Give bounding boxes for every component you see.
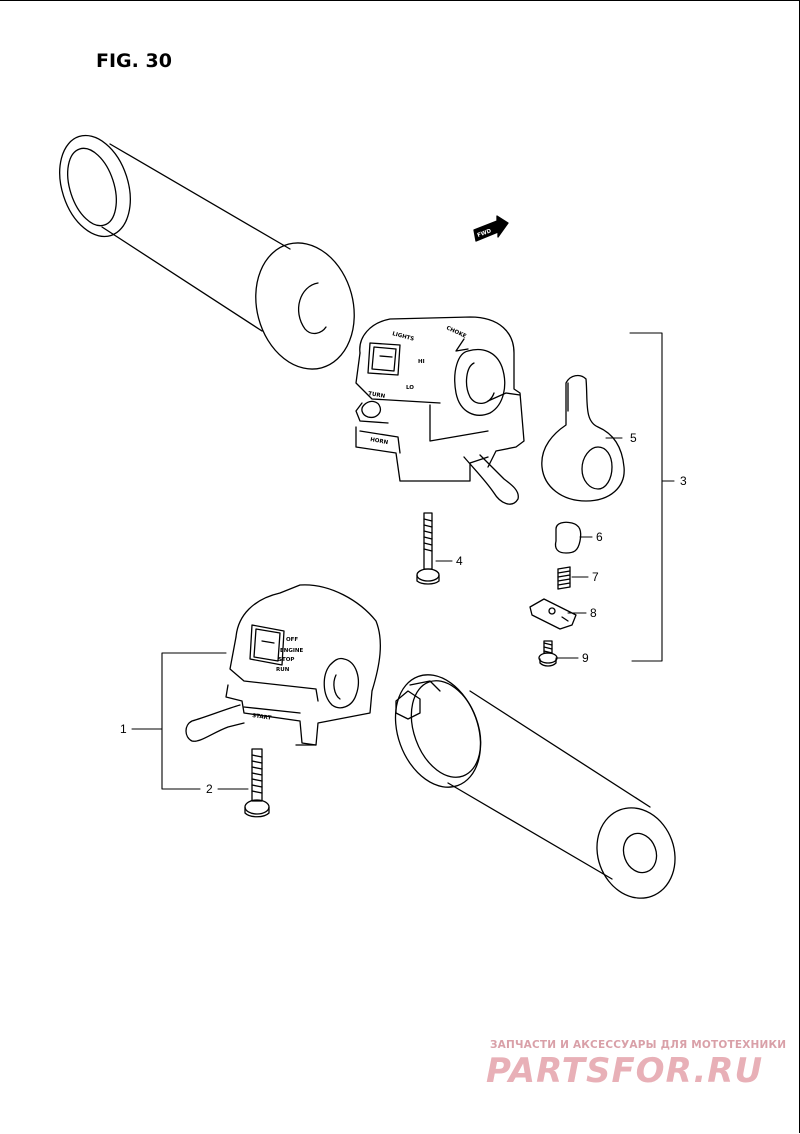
run-marking: RUN [276, 667, 290, 673]
hi-marking: HI [418, 359, 425, 365]
part-2-screw [244, 748, 270, 818]
part-5-choke-lever [541, 374, 625, 502]
turn-marking: TURN [368, 391, 386, 400]
engine-marking: ENGINE [280, 648, 304, 654]
choke-marking: CHOKE [445, 325, 467, 340]
lo-marking: LO [406, 385, 414, 391]
leader-lines [131, 332, 675, 790]
part-9-screw [538, 640, 558, 667]
callout-4: 4 [456, 554, 463, 568]
callout-6: 6 [596, 530, 603, 544]
fwd-text: FWD [477, 228, 493, 239]
part-8-plate [529, 598, 577, 630]
callout-3: 3 [680, 474, 687, 488]
callout-5: 5 [630, 431, 637, 445]
callout-9: 9 [582, 651, 589, 665]
figure-title: FIG. 30 [96, 50, 172, 72]
right-throttle-grip [394, 674, 676, 899]
watermark-logo: PARTSFOR.RU [486, 1051, 764, 1091]
left-switch-housing [355, 316, 525, 505]
part-4-screw [416, 512, 440, 585]
stop-marking: STOP [278, 657, 294, 663]
callout-8: 8 [590, 606, 597, 620]
lights-marking: LIGHTS [391, 331, 414, 343]
part-7-spring [557, 566, 571, 590]
forward-direction-arrow [473, 215, 509, 242]
start-marking: START [252, 713, 272, 722]
callout-7: 7 [592, 570, 599, 584]
part-6-cap [554, 521, 582, 554]
left-handlebar-grip [59, 134, 355, 370]
fwd-label: FWD [477, 228, 493, 239]
off-marking: OFF [286, 637, 298, 643]
horn-marking: HORN [370, 437, 389, 446]
watermark-tagline: ЗАПЧАСТИ И АКСЕССУАРЫ ДЛЯ МОТОТЕХНИКИ [490, 1039, 787, 1051]
callout-1: 1 [120, 722, 127, 736]
callout-2: 2 [206, 782, 213, 796]
right-switch-housing [185, 584, 381, 746]
